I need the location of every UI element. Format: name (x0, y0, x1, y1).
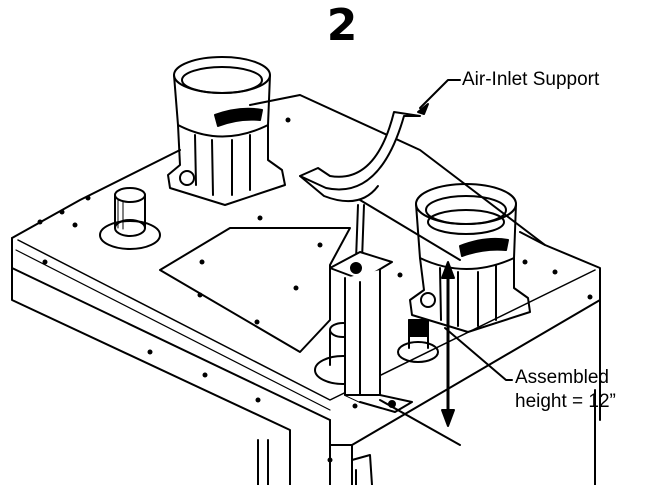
left-pipe-fitting (99, 187, 161, 250)
assembled-leader (444, 327, 513, 381)
access-plate (159, 227, 351, 353)
bottom-dimension-line (379, 399, 461, 446)
top-dimension-line (359, 199, 461, 261)
cabinet-top (11, 94, 601, 485)
assembled-height-label: Assembled height = 12” (515, 366, 616, 414)
assembled-label-line2: height = 12” (515, 390, 616, 412)
air-inlet-support-label: Air-Inlet Support (462, 69, 600, 90)
air-inlet-arrowhead (417, 103, 429, 115)
rivets (37, 117, 593, 463)
height-arrow-up (441, 261, 455, 279)
arrowheads (417, 103, 455, 427)
front-pipe-fitting (314, 319, 439, 385)
right-vent-collar (409, 183, 531, 333)
cabinet-side-edges (257, 389, 596, 485)
leader-lines (359, 79, 513, 446)
left-vent-collar (167, 56, 286, 206)
step-number: 2 (326, 0, 358, 51)
height-arrow-down (441, 409, 455, 427)
assembled-label-line1: Assembled (515, 367, 609, 388)
air-inlet-support (299, 111, 421, 261)
air-inlet-leader (419, 79, 461, 109)
